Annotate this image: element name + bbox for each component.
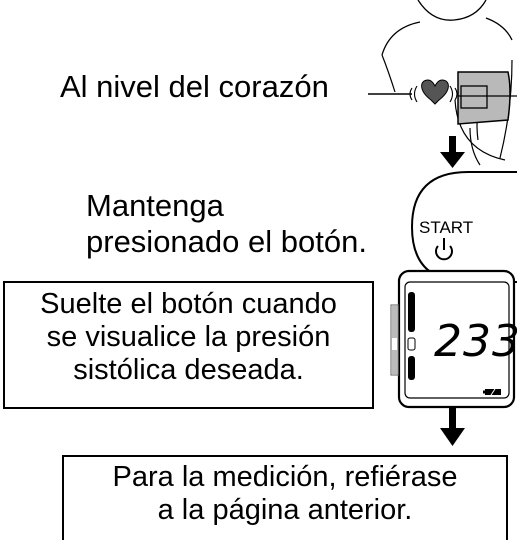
- hold-button-instruction: Mantenga presionado el botón.: [86, 188, 367, 260]
- release-line-3: sistólica deseada.: [73, 354, 304, 387]
- level-bar-fill-bottom: [392, 350, 397, 374]
- start-button-label: START: [419, 218, 474, 237]
- measure-line-1: Para la medición, refiérase: [112, 461, 458, 493]
- level-bar-fill-top: [392, 306, 397, 338]
- cuff-panel: [460, 85, 488, 109]
- heart-icon: [421, 79, 449, 105]
- battery-icon: [483, 388, 501, 396]
- shoulder-outline: [381, 17, 513, 56]
- pressure-bar-bottom: [408, 356, 415, 380]
- cuff: [457, 71, 511, 125]
- arrow-down-icon-2: [440, 408, 465, 446]
- release-line-1: Suelte el botón cuando: [40, 288, 337, 320]
- level-bar-outer: [390, 304, 399, 376]
- power-icon: [435, 238, 453, 261]
- lcd-pressure-value: 233: [434, 316, 517, 367]
- release-instruction-box: Suelte el botón cuando se visualice la p…: [3, 281, 374, 409]
- hold-line-2: presionado el botón.: [86, 223, 367, 259]
- pressure-bar-top: [408, 292, 415, 332]
- heartbeat-marks-left: [409, 85, 418, 103]
- pressure-bar-mid: [407, 337, 416, 351]
- hold-line-1: Mantenga: [86, 188, 224, 223]
- lcd-screen: [404, 281, 510, 399]
- body-outline: [417, 0, 487, 21]
- release-line-2: se visualice la presión: [46, 321, 331, 354]
- measure-line-2: a la página anterior.: [157, 494, 413, 527]
- heart-level-label: Al nivel del corazón: [60, 69, 329, 104]
- heartbeat-marks-right: [449, 85, 458, 103]
- measurement-instruction-box: Para la medición, refiérase a la página …: [62, 455, 508, 540]
- arrow-down-icon: [440, 136, 465, 168]
